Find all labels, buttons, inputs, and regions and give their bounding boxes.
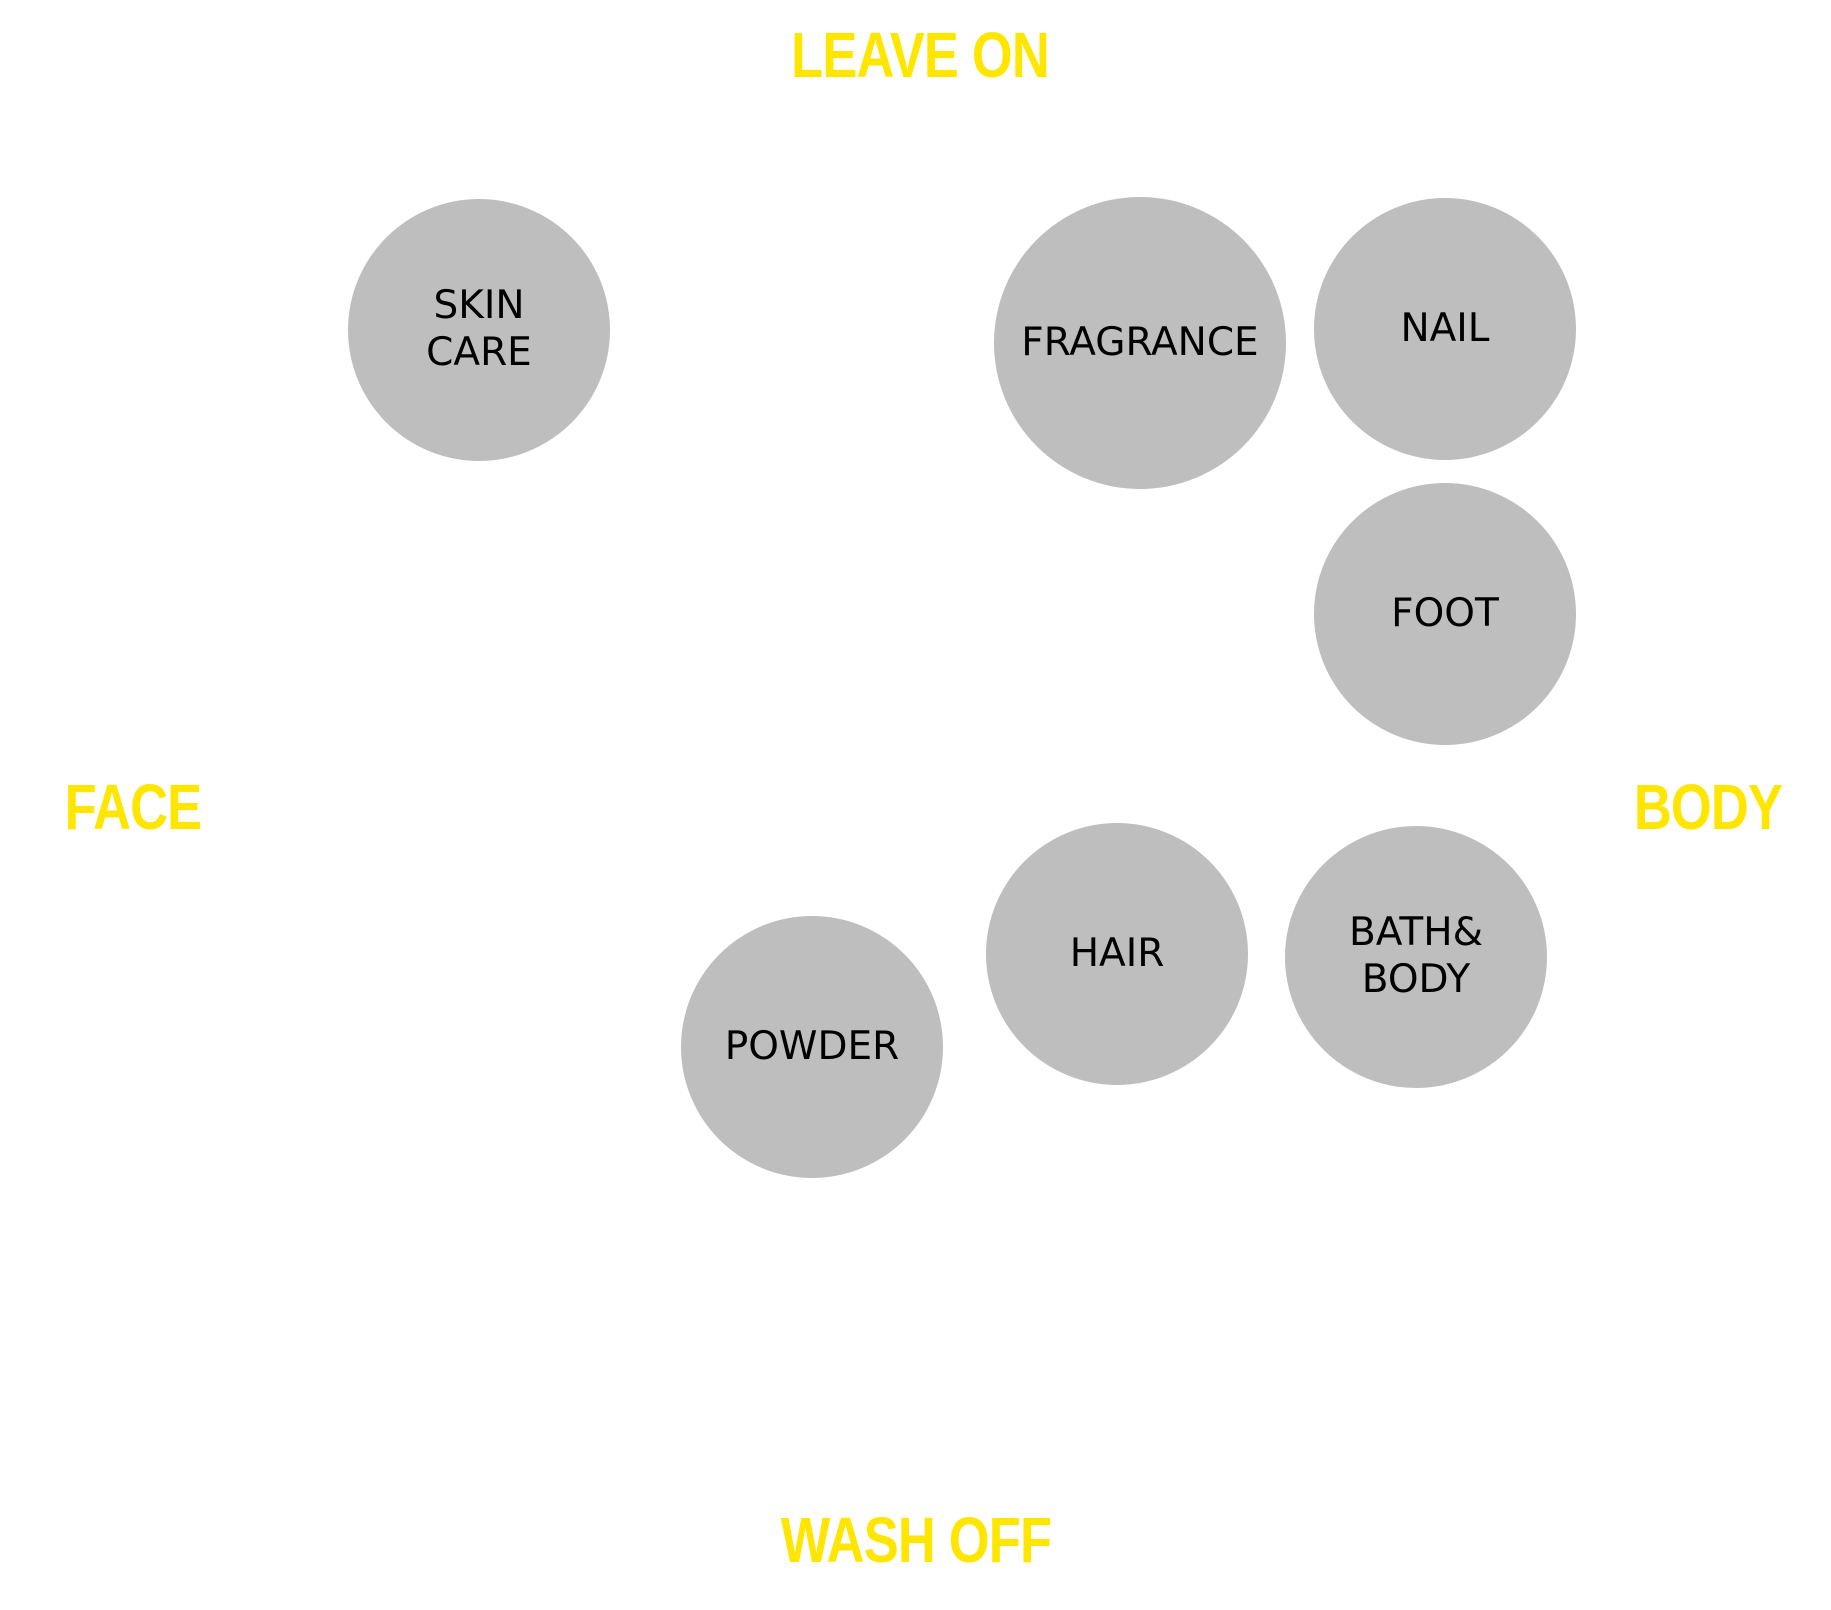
axis-label-bottom: WASH OFF — [780, 1504, 1052, 1576]
bubble-nail: NAIL — [1314, 198, 1576, 460]
bubble-bath-body: BATH& BODY — [1285, 826, 1547, 1088]
bubble-skin-care: SKIN CARE — [348, 199, 610, 461]
axis-label-top: LEAVE ON — [791, 19, 1050, 91]
bubble-label-fragrance: FRAGRANCE — [1021, 319, 1259, 365]
bubble-label-hair: HAIR — [1069, 930, 1165, 976]
axis-label-left: FACE — [64, 771, 203, 843]
bubble-fragrance: FRAGRANCE — [994, 197, 1286, 489]
bubble-foot: FOOT — [1314, 483, 1576, 745]
bubble-label-powder: POWDER — [724, 1023, 900, 1069]
axis-label-right: BODY — [1633, 771, 1783, 843]
bubble-label-nail: NAIL — [1400, 305, 1490, 351]
bubble-powder: POWDER — [681, 916, 943, 1178]
bubble-label-foot: FOOT — [1391, 590, 1499, 636]
bubble-label-bath-body: BATH& BODY — [1349, 910, 1483, 1002]
bubble-hair: HAIR — [986, 823, 1248, 1085]
bubble-label-skin-care: SKIN CARE — [426, 283, 532, 375]
